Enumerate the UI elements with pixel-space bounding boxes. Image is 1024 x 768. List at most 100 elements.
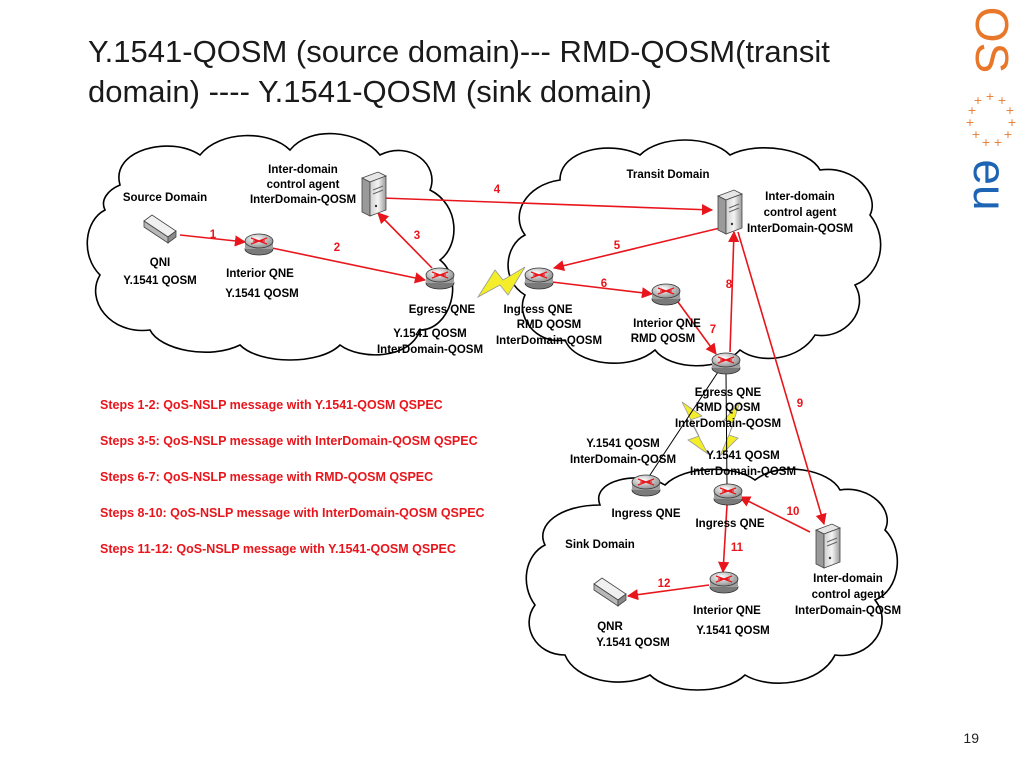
lightning-link-1 — [476, 266, 526, 299]
step-number-5: 5 — [614, 240, 621, 252]
page-number: 19 — [963, 730, 979, 746]
arrow-7 — [677, 301, 717, 355]
step-number-2: 2 — [334, 242, 340, 254]
step-number-10: 10 — [787, 506, 800, 518]
transit-domain-label: Transit Domain — [626, 169, 709, 181]
sink-agent-label-2: control agent — [812, 589, 885, 601]
step-line-3: Steps 6-7: QoS-NSLP message with RMD-QOS… — [100, 470, 434, 484]
ingress-router-1-icon — [524, 267, 554, 290]
step-number-8: 8 — [726, 279, 733, 291]
sink-interior-label: Interior QNE — [693, 605, 761, 617]
tr-agent-label-1: Inter-domain — [765, 191, 835, 203]
tr-interior-label: Interior QNE — [633, 318, 701, 330]
logo-star-ring: +++ +++ +++ ++ — [965, 90, 1016, 149]
arrow-10 — [738, 496, 811, 533]
svg-text:+: + — [1007, 116, 1016, 129]
arrow-2 — [271, 247, 427, 284]
steps-legend: Steps 1-2: QoS-NSLP message with Y.1541-… — [100, 398, 570, 578]
step-line-5: Steps 11-12: QoS-NSLP message with Y.154… — [100, 542, 456, 556]
sink-ingress-left-router-icon — [631, 474, 661, 497]
sink-domain-label: Sink Domain — [565, 539, 635, 551]
step-line-1: Steps 1-2: QoS-NSLP message with Y.1541-… — [100, 398, 443, 412]
link-egress2-ingress-right — [725, 373, 728, 488]
arrow-5 — [552, 227, 721, 272]
logo-text-top: OS — [966, 7, 1018, 73]
sink-interior-qosm-label: Y.1541 QOSM — [696, 625, 770, 637]
slide-title: Y.1541-QOSM (source domain)--- RMD-QOSM(… — [88, 32, 928, 112]
egress-router-2-icon — [711, 352, 741, 375]
title-line-1: Y.1541-QOSM (source domain)--- RMD-QOSM(… — [88, 34, 830, 69]
step-number-12: 12 — [658, 578, 671, 590]
logo-text-bottom: eu — [964, 159, 1016, 210]
src-interior-label: Interior QNE — [226, 268, 294, 280]
step-number-6: 6 — [601, 278, 607, 290]
step-line-2: Steps 3-5: QoS-NSLP message with InterDo… — [100, 434, 478, 448]
message-arrows — [179, 197, 827, 601]
ingress1-qosm-2: InterDomain-QOSM — [496, 335, 602, 347]
src-interior-qosm-label: Y.1541 QOSM — [225, 288, 299, 300]
arrow-8 — [728, 230, 740, 353]
ingress-right-label: Ingress QNE — [695, 518, 764, 530]
svg-text:+: + — [997, 94, 1006, 107]
step-number-3: 3 — [414, 230, 420, 242]
egress1-qosm-1: Y.1541 QOSM — [393, 328, 467, 340]
step-number-7: 7 — [710, 324, 716, 336]
step-number-4: 4 — [494, 184, 501, 196]
qni-qosm-label: Y.1541 QOSM — [123, 275, 197, 287]
transit-interior-router-icon — [651, 283, 681, 306]
arrow-9 — [737, 231, 827, 526]
egress2-label: Egress QNE — [695, 387, 762, 399]
svg-text:+: + — [1003, 128, 1012, 141]
svg-text:+: + — [993, 136, 1002, 149]
step-number-9: 9 — [797, 398, 803, 410]
arrow-12 — [626, 584, 710, 601]
sink-left-qosm-2: InterDomain-QOSM — [570, 454, 676, 466]
source-agent-server-icon — [361, 171, 387, 217]
ingress-left-label: Ingress QNE — [611, 508, 680, 520]
arrow-4 — [381, 197, 714, 216]
egress2-qosm-2: InterDomain-QOSM — [675, 418, 781, 430]
sink-left-qosm-1: Y.1541 QOSM — [586, 438, 660, 450]
egress2-qosm-1: RMD QOSM — [696, 402, 761, 414]
qnr-qosm-label: Y.1541 QOSM — [596, 637, 670, 649]
lightning-link-2 — [681, 401, 709, 455]
svg-text:+: + — [965, 116, 974, 129]
qni-label: QNI — [150, 257, 170, 269]
sink-right-qosm-1: Y.1541 QOSM — [706, 450, 780, 462]
src-agent-label-3: InterDomain-QOSM — [250, 194, 356, 206]
arrow-6 — [551, 281, 654, 299]
lightning-link-3 — [719, 401, 741, 457]
qnr-label: QNR — [597, 621, 623, 633]
svg-text:+: + — [967, 104, 976, 117]
step-line-4: Steps 8-10: QoS-NSLP message with InterD… — [100, 506, 485, 520]
ingress1-qosm-1: RMD QOSM — [517, 319, 582, 331]
svg-text:+: + — [1005, 104, 1014, 117]
source-interior-router-icon — [244, 233, 274, 256]
sink-interior-router-icon — [709, 571, 739, 594]
sink-agent-server-icon — [815, 523, 841, 569]
egress1-label: Egress QNE — [409, 304, 476, 316]
sink-agent-label-1: Inter-domain — [813, 573, 883, 585]
svg-text:+: + — [981, 136, 990, 149]
title-line-2: domain) ---- Y.1541-QOSM (sink domain) — [88, 74, 652, 109]
step-number-1: 1 — [210, 229, 217, 241]
ingress1-label: Ingress QNE — [503, 304, 572, 316]
arrow-3 — [377, 212, 433, 269]
svg-text:+: + — [985, 90, 994, 103]
sink-agent-label-3: InterDomain-QOSM — [795, 605, 901, 617]
tr-agent-label-2: control agent — [764, 207, 837, 219]
svg-text:+: + — [973, 94, 982, 107]
sink-right-qosm-2: InterDomain-QOSM — [690, 466, 796, 478]
step-number-11: 11 — [731, 542, 744, 554]
egress-router-1-icon — [425, 267, 455, 290]
src-agent-label-1: Inter-domain — [268, 164, 338, 176]
transit-domain-cloud — [507, 139, 882, 367]
arrow-1 — [179, 234, 247, 247]
src-agent-label-2: control agent — [267, 179, 340, 191]
egress1-qosm-2: InterDomain-QOSM — [377, 344, 483, 356]
svg-text:+: + — [971, 128, 980, 141]
tr-agent-label-3: InterDomain-QOSM — [747, 223, 853, 235]
transit-agent-server-icon — [717, 189, 743, 235]
euqos-logo: OS +++ +++ +++ ++ eu — [964, 7, 1018, 211]
